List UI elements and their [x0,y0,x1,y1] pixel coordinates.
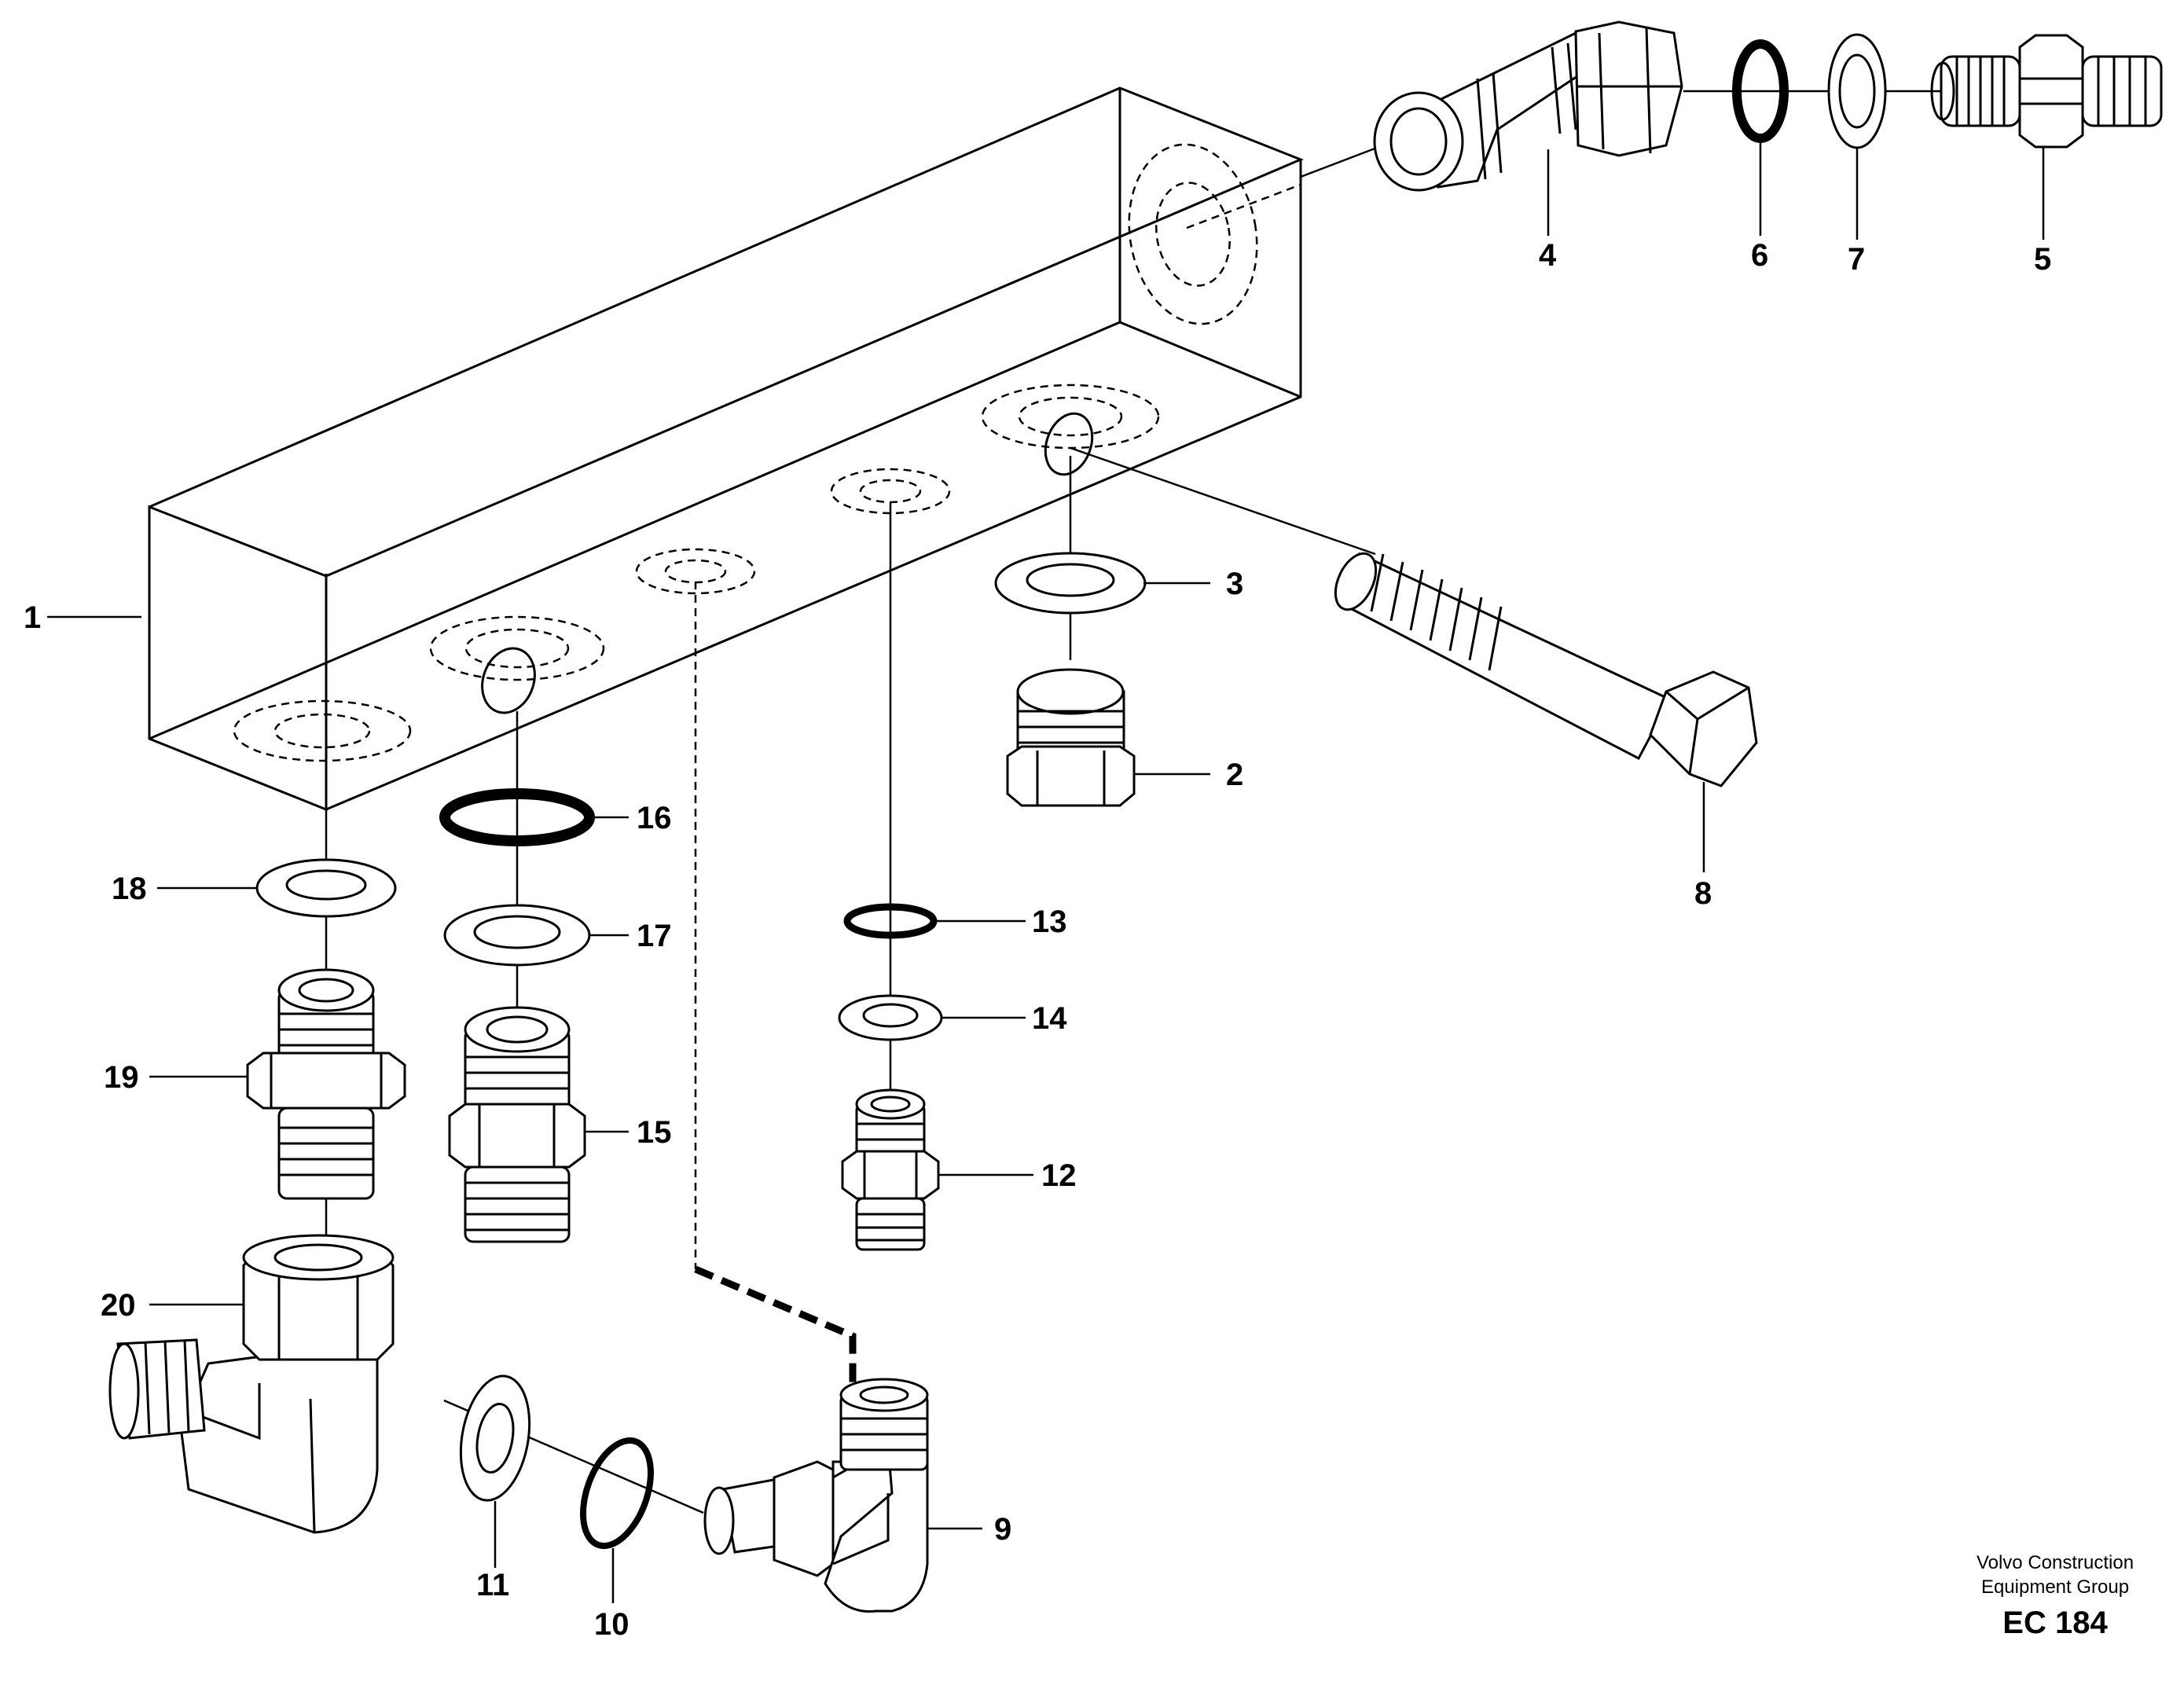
elbow-20 [108,1234,395,1534]
footer-publisher-line2: Equipment Group [1981,1576,2129,1598]
callout-2: 2 [1226,758,1243,792]
callout-14: 14 [1032,1001,1067,1036]
callout-4: 4 [1539,238,1557,273]
callout-11: 11 [476,1568,509,1602]
callout-15: 15 [637,1115,672,1150]
adapter-12 [841,1088,940,1251]
union-5 [1930,34,2163,149]
elbow-9 [703,1378,929,1613]
o-ring-10 [580,1437,654,1550]
callout-16: 16 [637,801,672,835]
callout-20: 20 [101,1288,136,1323]
adapter-19 [246,968,406,1200]
bolt-8 [1334,552,1758,787]
footer-publisher-line1: Volvo Construction [1977,1552,2134,1573]
manifold-block [148,86,1304,812]
callout-9: 9 [994,1512,1011,1547]
washer-18 [255,858,397,918]
plug-2 [1006,668,1136,807]
callout-19: 19 [104,1060,139,1095]
washer-14 [838,994,943,1041]
angled-fitting-4 [1373,20,1683,192]
callout-18: 18 [112,872,147,906]
callout-10: 10 [594,1607,630,1642]
callout-8: 8 [1694,876,1712,911]
callout-13: 13 [1032,905,1067,939]
callout-3: 3 [1226,567,1243,601]
footer-code: EC 184 [2002,1606,2108,1640]
adapter-15 [448,1006,586,1243]
washer-17 [443,904,591,967]
publisher-footer: Volvo Construction Equipment Group EC 18… [1977,1552,2134,1640]
callout-17: 17 [637,919,672,953]
callout-7: 7 [1848,242,1865,277]
washer-11 [459,1375,531,1502]
washer-7 [1827,33,1887,149]
callout-1: 1 [24,600,41,635]
callout-12: 12 [1041,1158,1077,1193]
callout-6: 6 [1751,238,1768,273]
callout-numbers: 1 2 3 4 5 6 7 8 9 10 11 12 13 14 15 16 1… [24,238,2051,1642]
leader-lines [47,138,2045,1603]
washer-3 [994,552,1147,615]
callout-5: 5 [2034,242,2051,277]
